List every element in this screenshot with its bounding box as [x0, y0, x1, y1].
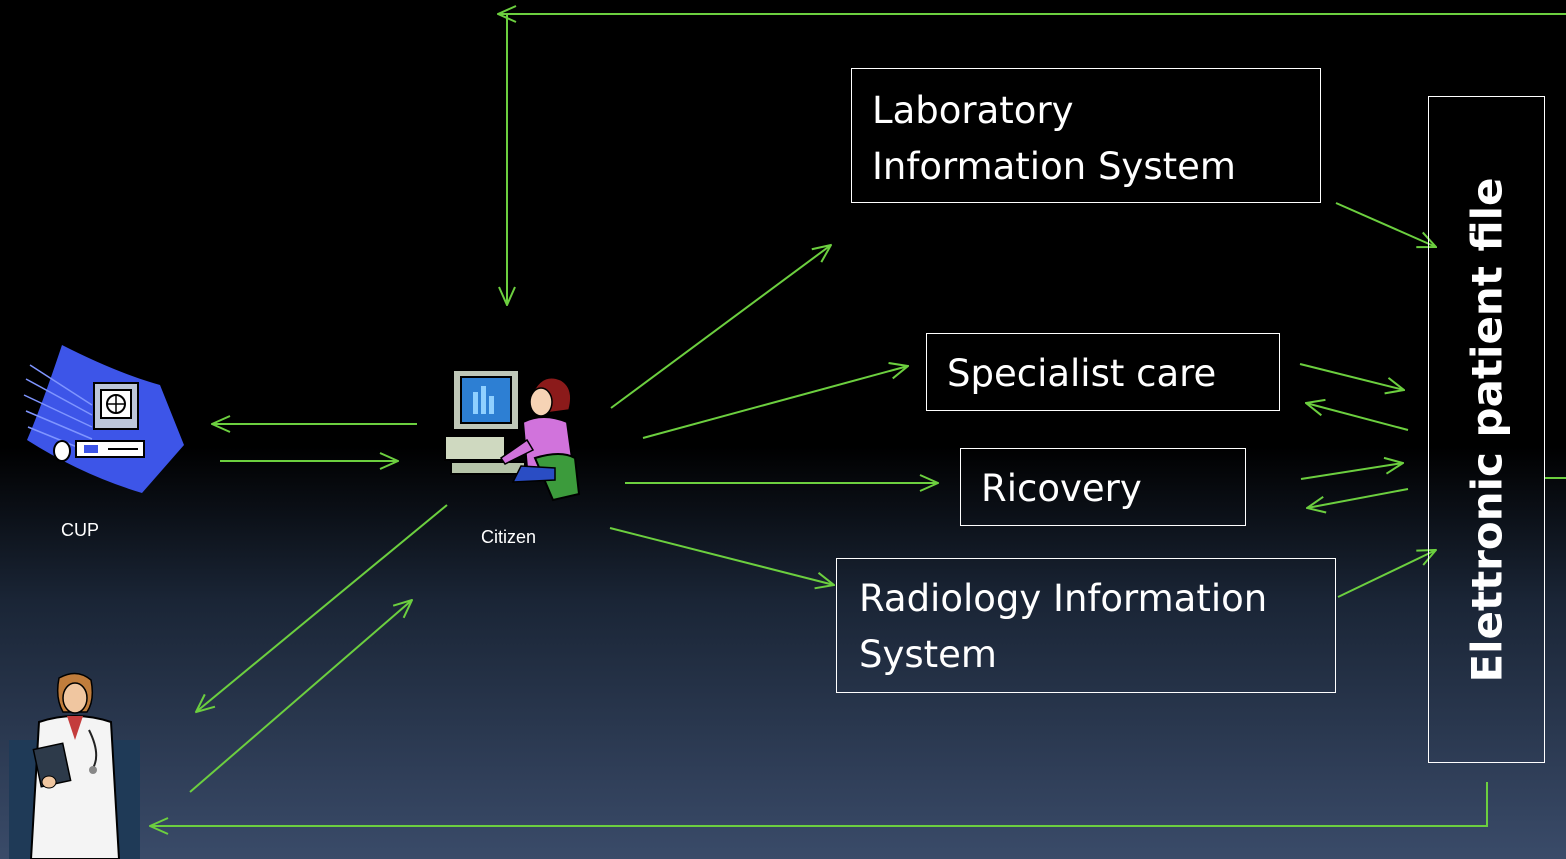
laboratory-box-line-1: Laboratory — [872, 89, 1074, 132]
arrow-epf-to-doctor — [150, 782, 1488, 826]
laboratory-information-system-box: Laboratory Information System — [851, 68, 1321, 203]
arrow-citizen-to-radiology — [609, 527, 834, 585]
laboratory-box-line-2: Information System — [872, 144, 1236, 188]
arrow-radiology-to-epf — [1337, 550, 1436, 598]
computer-network-icon — [23, 345, 184, 493]
citizen-label: Citizen — [481, 527, 537, 547]
arrow-ricovery-to-epf — [1300, 463, 1403, 480]
ricovery-box: Ricovery — [960, 448, 1246, 526]
arrow-citizen-to-specialist — [642, 366, 908, 439]
arrow-epf-to-ricovery — [1307, 488, 1409, 508]
arrow-citizen-to-doctor — [196, 504, 448, 712]
cup-label: CUP — [61, 520, 100, 540]
doctor-icon — [9, 670, 140, 859]
person-at-computer-icon — [444, 369, 581, 502]
ricovery-label: Ricovery — [981, 467, 1142, 510]
arrow-epf-to-specialist — [1306, 403, 1409, 431]
specialist-care-label: Specialist care — [947, 352, 1217, 395]
specialist-care-box: Specialist care — [926, 333, 1280, 411]
electronic-patient-file-label: Elettronic patient file — [1462, 176, 1511, 683]
radiology-box-line-1: Radiology Information — [859, 577, 1268, 620]
radiology-information-system-box: Radiology Information System — [836, 558, 1336, 693]
arrow-specialist-to-epf — [1299, 363, 1404, 390]
arrow-citizen-to-lab — [610, 245, 831, 409]
arrow-doctor-to-citizen — [189, 600, 412, 793]
radiology-box-line-2: System — [859, 632, 997, 676]
electronic-patient-file-box: Elettronic patient file — [1428, 96, 1545, 763]
arrow-lab-to-epf — [1335, 202, 1436, 247]
